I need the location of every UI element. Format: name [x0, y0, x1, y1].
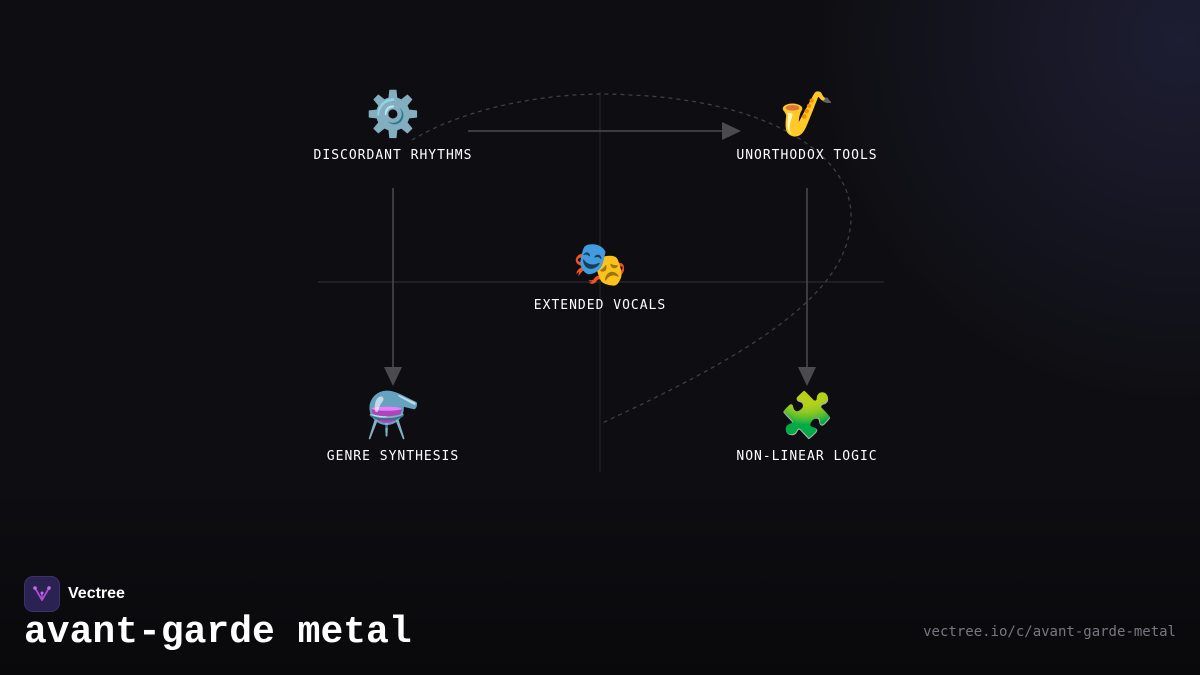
theater-masks-icon: 🎭 — [572, 239, 628, 290]
page-url[interactable]: vectree.io/c/avant-garde-metal — [923, 624, 1176, 640]
dashed-flow-curve — [411, 93, 852, 425]
page-title: avant-garde metal — [24, 611, 412, 654]
edge-rhythms-to-tools-arrowhead — [722, 122, 741, 140]
saxophone-icon: 🎷 — [779, 89, 835, 140]
edge-rhythms-to-synthesis-arrowhead — [384, 367, 402, 386]
edge-tools-to-logic-arrowhead — [798, 367, 816, 386]
node-unorthodox-tools[interactable]: 🎷 UNORTHODOX TOOLS — [707, 88, 907, 163]
vectree-logo-icon — [24, 576, 60, 612]
node-non-linear-logic[interactable]: 🧩 NON-LINEAR LOGIC — [707, 389, 907, 464]
node-extended-vocals[interactable]: 🎭 EXTENDED VOCALS — [500, 238, 700, 313]
node-label: GENRE SYNTHESIS — [326, 449, 460, 464]
alembic-icon: ⚗️ — [365, 390, 421, 441]
node-label: UNORTHODOX TOOLS — [736, 148, 878, 163]
brand-name: Vectree — [68, 585, 125, 602]
node-discordant-rhythms[interactable]: ⚙️ DISCORDANT RHYTHMS — [293, 88, 493, 163]
node-label: NON-LINEAR LOGIC — [736, 449, 878, 464]
puzzle-piece-icon: 🧩 — [779, 390, 835, 441]
node-genre-synthesis[interactable]: ⚗️ GENRE SYNTHESIS — [293, 389, 493, 464]
node-label: EXTENDED VOCALS — [533, 298, 667, 313]
node-label: DISCORDANT RHYTHMS — [313, 148, 473, 163]
brand[interactable]: Vectree — [24, 576, 125, 612]
gear-icon: ⚙️ — [365, 89, 421, 140]
